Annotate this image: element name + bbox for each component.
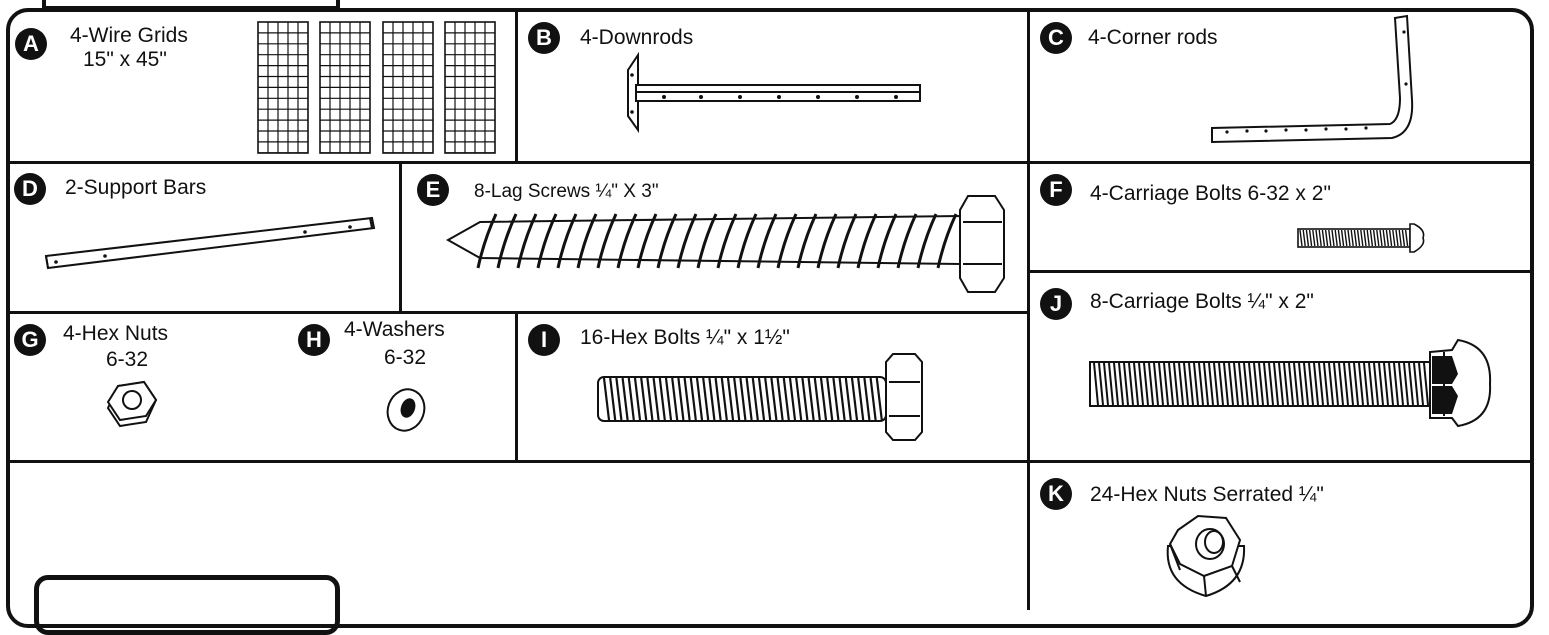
part-j-label: 8-Carriage Bolts ¼" x 2" bbox=[1090, 290, 1314, 313]
column-divider bbox=[515, 10, 518, 162]
part-e-badge: E bbox=[417, 174, 449, 206]
bottom-header-tab bbox=[34, 575, 340, 635]
part-c-badge: C bbox=[1040, 22, 1072, 54]
washer-icon bbox=[386, 388, 426, 432]
column-divider bbox=[1027, 10, 1030, 610]
hex-nut-icon bbox=[106, 380, 158, 428]
part-h-badge: H bbox=[298, 324, 330, 356]
part-g-label: 4-Hex Nuts bbox=[63, 322, 169, 345]
part-b-badge: B bbox=[528, 22, 560, 54]
part-a-badge: A bbox=[15, 28, 47, 60]
corner-rod-icon bbox=[1211, 14, 1414, 144]
part-f-label: 4-Carriage Bolts 6-32 x 2" bbox=[1090, 182, 1331, 205]
part-k-badge: K bbox=[1040, 478, 1072, 510]
part-c-label: 4-Corner rods bbox=[1088, 26, 1218, 49]
support-bar-icon bbox=[44, 216, 376, 270]
hex-bolt-icon bbox=[597, 353, 923, 441]
part-g-badge: G bbox=[14, 324, 46, 356]
part-f-badge: F bbox=[1040, 174, 1072, 206]
part-i-label: 16-Hex Bolts ¼" x 1½" bbox=[580, 326, 790, 349]
part-h-label: 4-Washers bbox=[344, 318, 445, 341]
part-k-label: 24-Hex Nuts Serrated ¼" bbox=[1090, 483, 1324, 506]
part-g-size: 6-32 bbox=[106, 348, 149, 371]
row-divider bbox=[8, 460, 1532, 463]
column-divider bbox=[515, 312, 518, 461]
parts-list-sheet: A 4-Wire Grids 15" x 45" B 4-Downrods C bbox=[6, 0, 1534, 635]
part-d-label: 2-Support Bars bbox=[65, 176, 207, 199]
part-a-size: 15" x 45" bbox=[83, 48, 167, 71]
carriage-bolt-icon bbox=[1089, 338, 1492, 428]
serrated-hex-nut-icon bbox=[1166, 514, 1246, 598]
part-d-badge: D bbox=[14, 173, 46, 205]
row-divider bbox=[8, 311, 1030, 314]
lag-screw-icon bbox=[445, 195, 1005, 293]
carriage-bolt-icon bbox=[1297, 223, 1425, 253]
row-divider bbox=[1027, 270, 1532, 273]
part-e-label: 8-Lag Screws ¼" X 3" bbox=[474, 181, 659, 202]
top-header-tab bbox=[42, 0, 340, 10]
column-divider bbox=[399, 162, 402, 312]
part-j-badge: J bbox=[1040, 288, 1072, 320]
part-a-label: 4-Wire Grids bbox=[70, 24, 188, 47]
part-b-label: 4-Downrods bbox=[580, 26, 694, 49]
wire-grid-icon bbox=[257, 21, 496, 154]
part-h-size: 6-32 bbox=[384, 346, 427, 369]
downrod-icon bbox=[627, 51, 921, 134]
part-i-badge: I bbox=[528, 324, 560, 356]
row-divider bbox=[8, 161, 1532, 164]
